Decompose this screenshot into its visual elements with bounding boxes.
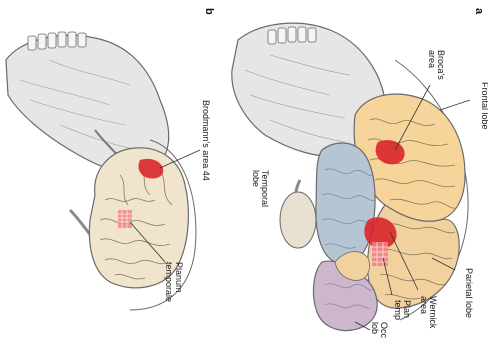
temporal-lobe-label-2: lobe — [251, 170, 261, 187]
planum-temporale-label-a-2: temp — [393, 300, 403, 320]
wernickes-area-label-2: area — [419, 296, 429, 314]
panel-a: a Frontal lobe Broca's area Temporal lob… — [232, 8, 488, 339]
planum-temporale-region-b — [118, 210, 132, 228]
occipital-lobe-label-2: lob — [370, 322, 380, 334]
brodmann-44-label: Brodmann's area 44 — [201, 100, 211, 181]
panel-a-letter: a — [473, 8, 485, 15]
brocas-area-label-2: area — [427, 50, 437, 68]
planum-temporale-label-b-1: Planum — [174, 262, 184, 293]
planum-temporale-region-a — [372, 242, 388, 266]
temporal-lobe-region — [316, 143, 375, 264]
panel-b: b Brodmann's area 44 Planum temporale — [6, 8, 215, 310]
frontal-lobe-label: Frontal lobe — [480, 82, 488, 130]
parietal-lobe-label: Parietal lobe — [464, 268, 474, 318]
planum-temporale-label-b-2: temporale — [164, 262, 174, 302]
panel-b-letter: b — [203, 8, 215, 15]
